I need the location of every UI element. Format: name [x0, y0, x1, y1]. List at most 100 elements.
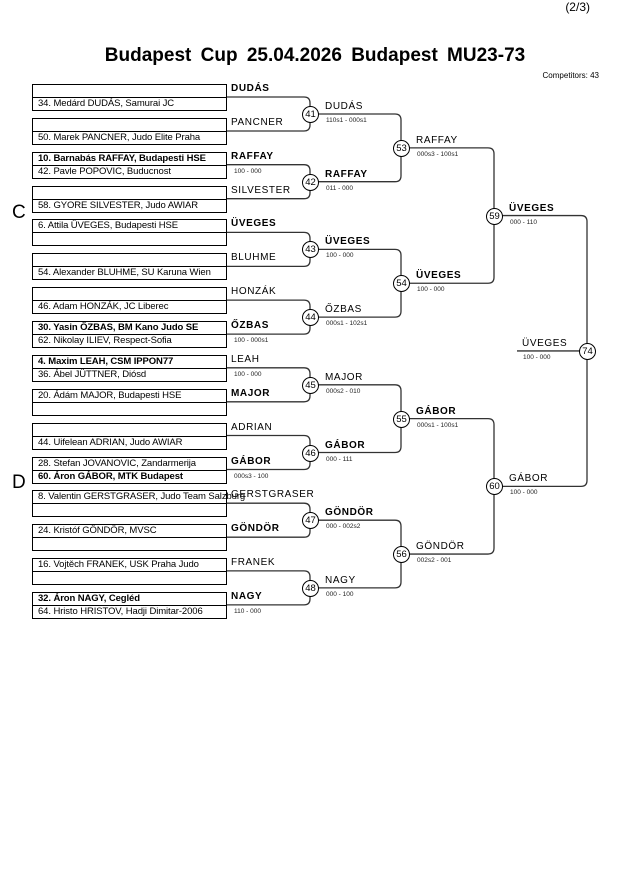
competitor-entry[interactable]: 54. Alexander BLUHME, SU Karuna Wien — [38, 267, 211, 279]
box-divider — [33, 604, 226, 606]
competitor-entry[interactable]: 36. Ábel JÜTTNER, Diósd — [38, 368, 147, 380]
competitor-entry[interactable]: 6. Attila ÜVEGES, Budapesti HSE — [38, 220, 178, 232]
result-55-score: 000s1 - 100s1 — [417, 421, 459, 429]
competitor-entry[interactable]: 58. GYORE SILVESTER, Judo AWIAR — [38, 199, 199, 211]
result-45-score: 000s2 - 010 — [326, 387, 361, 395]
competitor-entry[interactable]: 16. Vojtěch FRANEK, USK Praha Judo — [38, 558, 199, 570]
result-45-winner: MAJOR — [325, 371, 363, 383]
slot-name: GÁBOR — [231, 455, 272, 467]
competitor-entry[interactable]: 46. Adam HONZÁK, JC Liberec — [38, 301, 169, 313]
match-number-46[interactable]: 46 — [302, 444, 319, 462]
competitor-entry[interactable]: 62. Nikolay ILIEV, Respect-Sofia — [38, 335, 172, 347]
competitor-entry[interactable]: 24. Kristóf GÖNDÖR, MVSC — [38, 525, 157, 537]
result-43-winner: ÜVEGES — [325, 236, 371, 248]
first-round-score: 100 - 000 — [234, 167, 262, 175]
entry-box — [32, 321, 227, 349]
competitor-entry[interactable]: 60. Áron GÁBOR, MTK Budapest — [38, 470, 183, 482]
match-number-47[interactable]: 47 — [302, 512, 319, 530]
entry-box — [32, 219, 227, 247]
slot-name: FRANEK — [231, 556, 276, 568]
competitors-count: Competitors: 43 — [542, 71, 599, 80]
box-divider — [33, 570, 226, 572]
box-divider — [33, 198, 226, 200]
result-44-winner: ŐZBAS — [325, 304, 362, 316]
slot-name: ADRIAN — [231, 421, 273, 433]
box-divider — [33, 97, 226, 98]
match-bracket-59 — [409, 147, 495, 284]
page-number: (2/3) — [565, 0, 590, 14]
competitor-entry[interactable]: 32. Áron NAGY, Cegléd — [38, 592, 140, 604]
entry-box — [32, 524, 227, 552]
box-divider — [33, 164, 226, 166]
match-bracket-60 — [409, 418, 495, 555]
competitor-entry[interactable]: 34. Medárd DUDÁS, Samurai JC — [38, 98, 175, 109]
match-number-60[interactable]: 60 — [486, 478, 503, 496]
entry-box — [32, 422, 227, 450]
box-divider — [33, 537, 226, 539]
competitor-entry[interactable]: 4. Maxim LEAH, CSM IPPON77 — [38, 355, 174, 367]
match-number-59[interactable]: 59 — [486, 207, 503, 225]
result-53-score: 000s3 - 100s1 — [417, 150, 459, 158]
match-number-53[interactable]: 53 — [393, 139, 410, 157]
result-55-winner: GÁBOR — [416, 405, 457, 417]
entry-box — [32, 354, 227, 382]
slot-name: HONZÁK — [231, 286, 277, 298]
result-56-score: 002s2 - 001 — [417, 557, 452, 565]
entry-box — [32, 84, 227, 111]
result-60-winner: GÁBOR — [509, 473, 549, 485]
result-54-score: 100 - 000 — [417, 286, 445, 294]
competitor-entry[interactable]: 20. Ádám MAJOR, Budapesti HSE — [38, 389, 182, 401]
competitor-entry[interactable]: 30. Yasin ŐZBAS, BM Kano Judo SE — [38, 322, 199, 334]
result-48-score: 000 - 100 — [326, 590, 354, 598]
match-number-45[interactable]: 45 — [302, 376, 319, 394]
box-divider — [33, 131, 226, 132]
competitor-entry[interactable]: 42. Pavle POPOVIC, Buducnost — [38, 165, 171, 177]
match-number-48[interactable]: 48 — [302, 579, 319, 597]
entry-box — [32, 287, 227, 315]
entry-box — [32, 388, 227, 416]
slot-name: ÜVEGES — [231, 218, 277, 230]
result-42-score: 011 - 000 — [326, 184, 353, 192]
competitor-entry[interactable]: 50. Marek PANCNER, Judo Elite Praha — [38, 132, 201, 143]
section-label-d: D — [12, 472, 26, 493]
box-divider — [33, 401, 226, 403]
result-47-winner: GÖNDÖR — [325, 507, 374, 519]
match-number-56[interactable]: 56 — [393, 546, 410, 564]
slot-name: ŐZBAS — [231, 320, 269, 332]
box-divider — [33, 266, 226, 268]
slot-name: BLUHME — [231, 252, 277, 264]
entry-box — [32, 456, 227, 484]
box-divider — [33, 503, 226, 505]
slot-name: PANCNER — [231, 117, 284, 128]
result-48-winner: NAGY — [325, 574, 356, 586]
slot-name: GERSTGRASER — [231, 489, 315, 501]
result-46-score: 000 - 111 — [326, 455, 353, 463]
match-number-54[interactable]: 54 — [393, 275, 410, 293]
competitor-entry[interactable]: 10. Barnabás RAFFAY, Budapesti HSE — [38, 152, 206, 164]
match-number-55[interactable]: 55 — [393, 410, 410, 428]
box-divider — [33, 435, 226, 437]
match-number-41[interactable]: 41 — [302, 106, 319, 123]
competitor-entry[interactable]: 44. Uifelean ADRIAN, Judo AWIAR — [38, 436, 183, 448]
slot-name: DUDÁS — [231, 83, 270, 94]
result-42-winner: RAFFAY — [325, 168, 368, 180]
final-result-score: 100 - 000 — [523, 353, 551, 361]
result-46-winner: GÁBOR — [325, 439, 366, 451]
result-59-winner: ÜVEGES — [509, 202, 555, 214]
box-divider — [33, 232, 226, 234]
competitor-entry[interactable]: 8. Valentin GERSTGRASER, Judo Team Salzb… — [38, 491, 246, 503]
match-number-74[interactable]: 74 — [579, 342, 596, 360]
match-number-43[interactable]: 43 — [302, 241, 319, 259]
match-number-44[interactable]: 44 — [302, 309, 319, 327]
slot-name: LEAH — [231, 353, 260, 365]
result-47-score: 000 - 002s2 — [326, 523, 361, 531]
competitor-entry[interactable]: 28. Stefan JOVANOVIC, Zandarmerija — [38, 457, 196, 469]
box-divider — [33, 300, 226, 302]
match-number-42[interactable]: 42 — [302, 173, 319, 191]
result-56-winner: GÖNDÖR — [416, 541, 465, 553]
result-41-score: 110s1 - 000s1 — [326, 117, 367, 124]
competitor-entry[interactable]: 64. Hristo HRISTOV, Hadji Dimitar-2006 — [38, 605, 203, 617]
entry-box — [32, 151, 227, 179]
section-label-c: C — [12, 202, 26, 223]
page-title: Budapest Cup 25.04.2026 Budapest MU23-73 — [104, 45, 526, 66]
